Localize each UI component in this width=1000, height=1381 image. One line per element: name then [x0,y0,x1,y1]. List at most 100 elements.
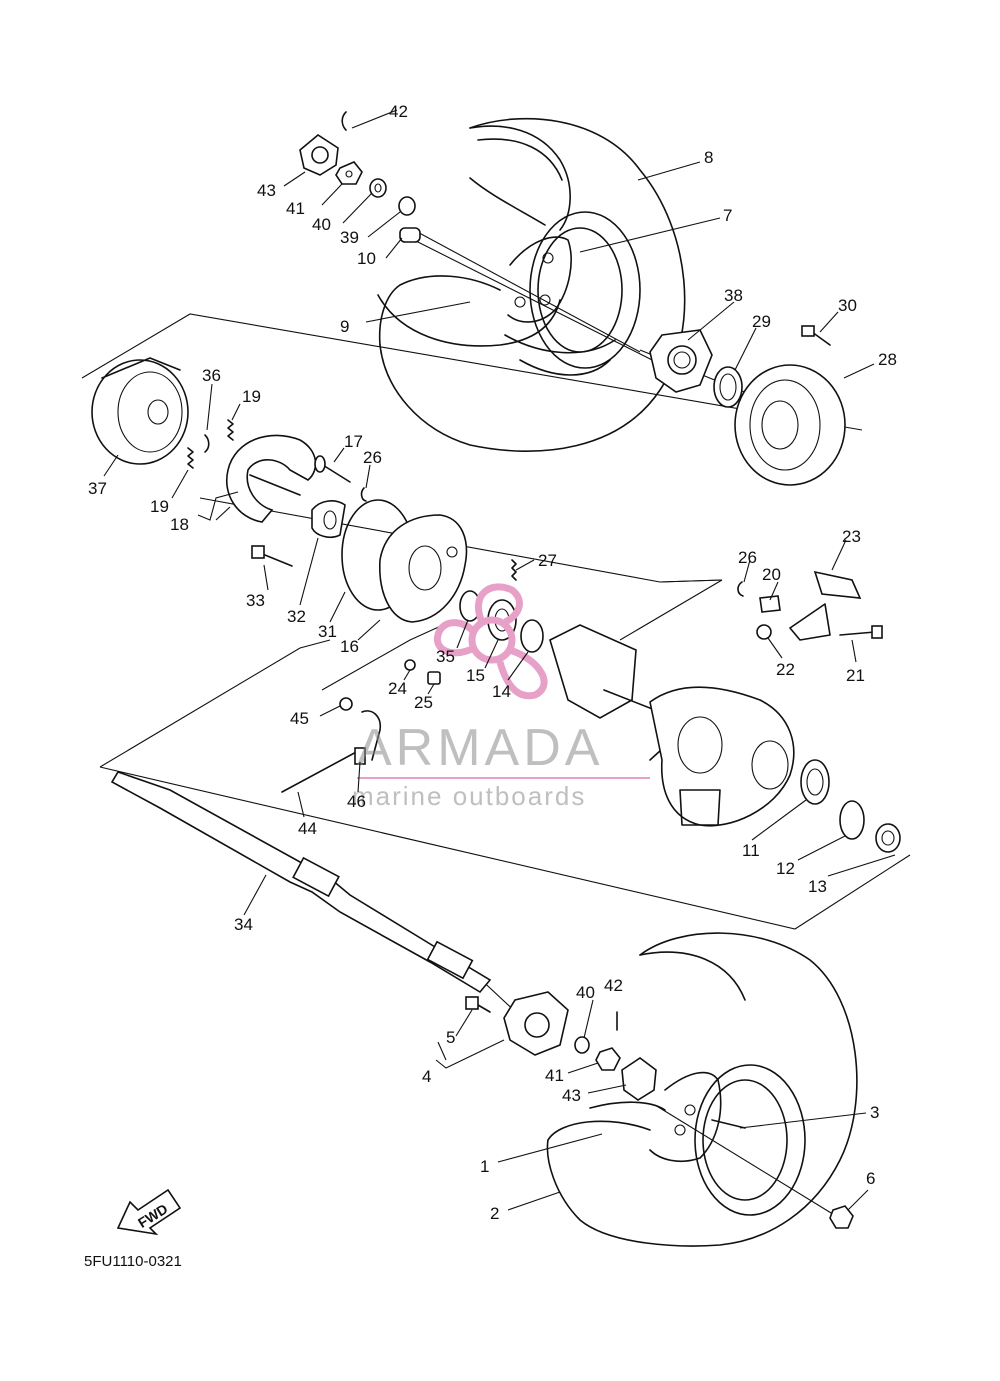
callout-40: 40 [312,215,331,234]
callout-3: 3 [870,1103,879,1122]
callout-42-lower: 42 [604,976,623,995]
hub-38 [649,329,713,393]
callout-1: 1 [480,1157,489,1176]
callout-16: 16 [340,637,359,656]
propeller-logo-icon [433,583,548,700]
brake-shoes-18 [225,434,317,523]
callout-41: 41 [286,199,305,218]
callout-11: 11 [742,841,760,860]
spring-19-upper [227,419,234,441]
callout-23: 23 [842,527,861,546]
oil-seal-29 [713,366,743,408]
callout-14: 14 [492,682,511,701]
oil-seal-14 [520,619,544,653]
brake-rod-44 [281,710,382,793]
callout-22: 22 [776,660,795,679]
rear-axle-housing [549,624,795,827]
bracket-20 [759,595,831,641]
callout-5: 5 [446,1028,455,1047]
callout-26-right: 26 [738,548,757,567]
callout-32: 32 [287,607,306,626]
brake-drum-37 [91,357,189,465]
callout-12: 12 [776,859,795,878]
sensor-23 [813,570,862,599]
oil-seal-12 [839,800,865,840]
cap-nut-43 [299,134,339,176]
spring-27 [511,559,517,581]
callout-17: 17 [344,432,363,451]
cotter-pin-42 [341,111,347,131]
callout-20: 20 [762,565,781,584]
callout-43: 43 [257,181,276,200]
upper-wheel-tire [377,117,686,452]
brake-cam-17 [314,455,351,483]
bolt-33 [251,545,293,567]
collar-10 [399,227,421,243]
bolt-21 [839,625,883,639]
callout-30: 30 [838,296,857,315]
washer-40-lower [574,1036,590,1054]
callout-44: 44 [298,819,317,838]
callout-46: 46 [347,792,366,811]
watermark-tagline: marine outboards [352,781,586,811]
callout-31: 31 [318,622,337,641]
callout-8: 8 [704,148,713,167]
lower-wheel-tire [546,932,858,1247]
callout-39: 39 [340,228,359,247]
callout-45: 45 [290,709,309,728]
collar-13 [875,823,901,853]
bearing-11 [800,759,830,805]
callout-10: 10 [357,249,376,268]
callout-34: 34 [234,915,253,934]
washer-40 [369,178,387,198]
bolt-25 [427,671,441,685]
callout-43-lower: 43 [562,1086,581,1105]
nut-41-lower [595,1047,621,1071]
callout-18: 18 [170,515,189,534]
callout-15: 15 [466,666,485,685]
rear-axle-shaft-34 [110,771,492,994]
callout-25: 25 [414,693,433,712]
nut-41 [335,161,363,185]
watermark: ARMADA marine outboards [352,583,650,811]
callout-38: 38 [724,286,743,305]
callout-27: 27 [538,551,557,570]
diagram-code: 5FU1110-0321 [84,1253,182,1270]
callout-4: 4 [422,1067,431,1086]
collar-39 [398,196,416,216]
callout-29: 29 [752,312,771,331]
callout-leaders [103,109,896,1211]
washer-24 [404,659,416,671]
watermark-brand: ARMADA [357,719,603,777]
callout-7: 7 [723,206,732,225]
pin-36 [204,434,210,453]
fwd-arrow-icon: FWD [116,1188,182,1236]
callout-42: 42 [389,102,408,121]
brake-drum-cover-28 [734,364,846,486]
clip-45 [339,697,353,711]
nut-22 [756,624,772,640]
callout-19-upper: 19 [242,387,261,406]
callout-37: 37 [88,479,107,498]
hub-4 [503,991,569,1056]
callout-2: 2 [490,1204,499,1223]
callout-13: 13 [808,877,827,896]
nut-6 [829,1205,854,1229]
backing-plate-16 [379,514,468,623]
spring-19-lower [187,447,194,469]
bolt-30 [801,325,831,346]
callout-33: 33 [246,591,265,610]
plate-32 [311,500,346,538]
callout-labels: 42 43 41 40 39 10 9 8 7 38 29 30 28 36 1… [88,102,897,1223]
bolt-5 [465,996,491,1013]
callout-6: 6 [866,1169,875,1188]
stud-3 [711,1119,746,1129]
callout-40-lower: 40 [576,983,595,1002]
callout-19-lower: 19 [150,497,169,516]
callout-9: 9 [340,317,349,336]
callout-24: 24 [388,679,407,698]
callout-28: 28 [878,350,897,369]
callout-35: 35 [436,647,455,666]
